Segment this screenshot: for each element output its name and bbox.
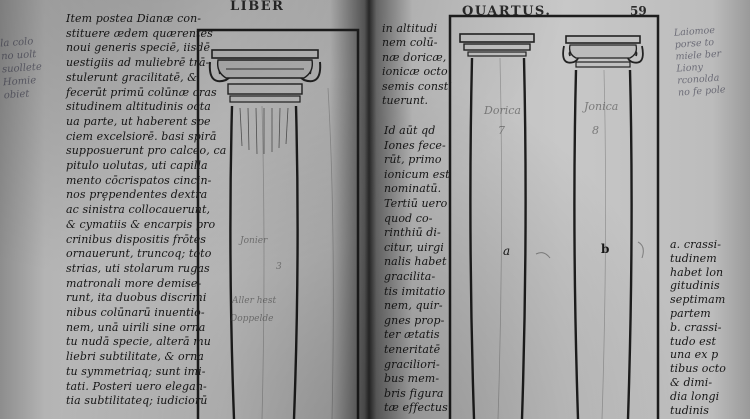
text-line: teneritatē (384, 342, 441, 356)
text-line: Item postea Dianæ con- (66, 12, 202, 25)
text-line: tudinis (670, 403, 710, 417)
left-page-header: LIBER (230, 0, 285, 14)
text-line: partem (670, 306, 711, 320)
column-pencil-label-jonier: Jonier (240, 236, 268, 246)
text-line: nibus colūnarū inuentio- (66, 306, 205, 320)
column-pencil-number: 3 (276, 262, 282, 272)
text-line: tuerunt. (382, 94, 429, 108)
text-line: rinthiū di- (384, 226, 441, 240)
text-line: in altitudi (382, 22, 438, 35)
left-page-text: Item postea Dianæ con-stituere ædem quær… (66, 12, 226, 409)
text-line: & cymatiis & encarpis pro (66, 217, 216, 231)
text-line: ac sinistra collocauerunt, (66, 203, 211, 217)
text-line: una ex p (670, 348, 719, 362)
text-line: nem colū- (382, 36, 438, 50)
ionic-pencil-number: 8 (592, 124, 599, 137)
text-line: ter ætatis (384, 328, 440, 342)
ionic-column-illustration (196, 28, 360, 419)
text-line: supposuerunt pro calceo, ca (66, 144, 227, 158)
text-line: rūt, primo (384, 153, 442, 167)
text-line: septimam (670, 293, 726, 307)
text-line: tati. Posteri uero elegan- (66, 379, 207, 393)
left-margin-notes: la colo no uolt suollete Homie obiet (0, 36, 43, 102)
ionic-pencil-label: Jonica (584, 100, 619, 113)
text-line: dia longi (670, 389, 720, 403)
text-line: tu nudā specie, alterā mu (66, 335, 211, 349)
text-line: tæ effectus (384, 401, 448, 415)
text-line: bus mem- (384, 372, 440, 386)
text-line: ua parte, ut haberent spe (66, 114, 211, 128)
text-line: & dimi- (670, 375, 713, 389)
text-line: tia subtilitateq; iudiciorū (66, 394, 208, 408)
column-pencil-note-2: Doppelde (230, 314, 274, 324)
text-line: b. crassi- (670, 320, 722, 334)
doric-pencil-number: 7 (498, 124, 505, 137)
doric-ionic-columns-illustration (448, 14, 660, 419)
text-line: graciliori- (384, 357, 440, 371)
text-line: gitudinis (670, 279, 720, 293)
text-line: gracilita- (384, 269, 436, 283)
text-line: tis imitatio (384, 284, 446, 298)
text-line: a. crassi- (670, 238, 722, 251)
text-line: ionicum est (384, 167, 450, 181)
text-line: ornauerunt, truncoq; toto (66, 247, 212, 261)
column-label-b: b (601, 242, 610, 256)
text-line: quod co- (384, 211, 433, 225)
doric-pencil-label: Dorica (484, 104, 521, 117)
column-label-a: a (503, 244, 511, 258)
text-line: tu symmetriaq; sunt imi- (66, 364, 206, 378)
text-line: nem, quir- (384, 299, 443, 313)
text-line: citur, uirgi (384, 240, 444, 254)
text-line: matronali more demise- (66, 276, 202, 290)
text-line: strias, uti stolarum rugas (66, 261, 210, 275)
text-line: tudo est (670, 334, 717, 348)
text-line: habet lon (670, 265, 724, 279)
text-line: ionicæ octo (382, 65, 448, 79)
text-line: tudinem (670, 251, 717, 265)
text-line: mento cōcrispatos cincin- (66, 173, 212, 187)
text-line: tibus octo (670, 362, 727, 376)
page-number: 59 (630, 4, 647, 18)
text-line: pitulo uolutas, uti capilla (66, 159, 208, 173)
right-margin-notes: Laiomoe porse to miele ber Liony rconold… (673, 24, 726, 99)
text-line: runt, ita duobus discrimi (66, 291, 207, 305)
text-line: stulerunt gracilitatē, & (66, 70, 198, 84)
text-line: nominatū. (384, 182, 442, 196)
text-line: semis consti (382, 79, 452, 93)
text-line: Id aūt qd (384, 124, 436, 137)
text-line: nalis habet (384, 255, 447, 269)
text-line: næ doricæ, (382, 50, 447, 64)
text-line: uestigiis ad muliebrē trā- (66, 56, 210, 70)
text-line: Iones fece- (384, 138, 446, 152)
text-line: Tertiū uero (384, 196, 448, 210)
text-line: bris figura (384, 386, 444, 400)
text-line: gnes prop- (384, 313, 445, 327)
column-pencil-note-1: Aller hest (232, 296, 277, 306)
text-line: ciem excelsiorē. basi spirā (66, 129, 217, 143)
text-line: noui generis speciē, iisdē (66, 41, 211, 55)
